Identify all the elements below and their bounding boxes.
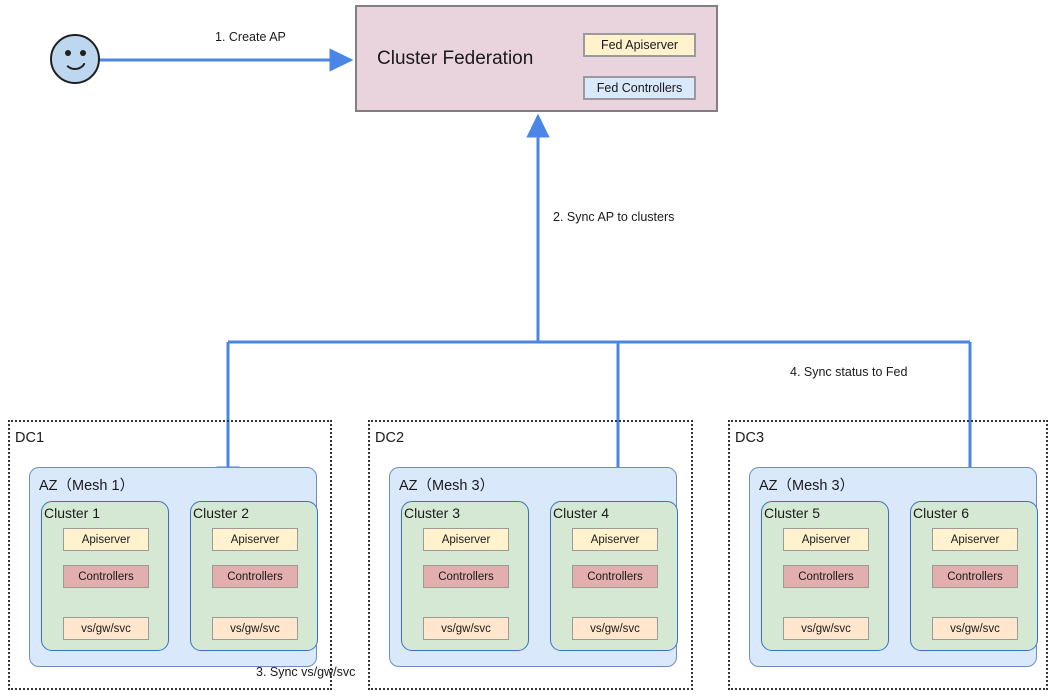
cluster-box-cluster-5[interactable]: Cluster 5 Apiserver Controllers vs/gw/sv… <box>761 501 889 651</box>
cluster-box-cluster-4[interactable]: Cluster 4 Apiserver Controllers vs/gw/sv… <box>550 501 678 651</box>
vs-gw-svc-chip[interactable]: vs/gw/svc <box>423 617 509 640</box>
datacenter-label: DC1 <box>15 430 45 446</box>
cluster-label: Cluster 2 <box>193 505 250 521</box>
eye-left-icon <box>65 50 71 56</box>
datacenter-label: DC3 <box>735 430 765 446</box>
vs-gw-svc-chip[interactable]: vs/gw/svc <box>932 617 1018 640</box>
datacenter-label: DC2 <box>375 430 405 446</box>
vs-gw-svc-chip[interactable]: vs/gw/svc <box>572 617 658 640</box>
apiserver-chip[interactable]: Apiserver <box>423 528 509 551</box>
flow-label-4: 4. Sync status to Fed <box>790 365 908 379</box>
controllers-chip[interactable]: Controllers <box>783 565 869 588</box>
vs-gw-svc-chip[interactable]: vs/gw/svc <box>212 617 298 640</box>
cluster-federation-title: Cluster Federation <box>377 48 534 69</box>
az-label: AZ（Mesh 3） <box>399 478 495 494</box>
cluster-box-cluster-2[interactable]: Cluster 2 Apiserver Controllers vs/gw/sv… <box>190 501 318 651</box>
cluster-box-cluster-6[interactable]: Cluster 6 Apiserver Controllers vs/gw/sv… <box>910 501 1038 651</box>
apiserver-chip[interactable]: Apiserver <box>783 528 869 551</box>
apiserver-chip[interactable]: Apiserver <box>212 528 298 551</box>
cluster-label: Cluster 6 <box>913 505 970 521</box>
datacenter-dc3: DC3 AZ（Mesh 3） Cluster 5 Apiserver Contr… <box>728 420 1048 690</box>
apiserver-chip[interactable]: Apiserver <box>63 528 149 551</box>
az-box-dc2: AZ（Mesh 3） Cluster 3 Apiserver Controlle… <box>389 467 678 667</box>
smile-icon <box>63 57 87 70</box>
cluster-label: Cluster 5 <box>764 505 821 521</box>
vs-gw-svc-chip[interactable]: vs/gw/svc <box>783 617 869 640</box>
flow-label-2: 2. Sync AP to clusters <box>553 210 675 224</box>
apiserver-chip[interactable]: Apiserver <box>572 528 658 551</box>
controllers-chip[interactable]: Controllers <box>212 565 298 588</box>
cluster-box-cluster-3[interactable]: Cluster 3 Apiserver Controllers vs/gw/sv… <box>401 501 529 651</box>
eye-right-icon <box>80 50 86 56</box>
datacenter-dc2: DC2 AZ（Mesh 3） Cluster 3 Apiserver Contr… <box>368 420 693 690</box>
datacenter-dc1: DC1 AZ（Mesh 1） Cluster 1 Apiserver Contr… <box>8 420 332 690</box>
apiserver-chip[interactable]: Apiserver <box>932 528 1018 551</box>
smiley-face-icon <box>50 34 100 84</box>
cluster-label: Cluster 4 <box>553 505 610 521</box>
controllers-chip[interactable]: Controllers <box>932 565 1018 588</box>
controllers-chip[interactable]: Controllers <box>63 565 149 588</box>
vs-gw-svc-chip[interactable]: vs/gw/svc <box>63 617 149 640</box>
cluster-box-cluster-1[interactable]: Cluster 1 Apiserver Controllers vs/gw/sv… <box>41 501 169 651</box>
az-label: AZ（Mesh 3） <box>759 478 855 494</box>
controllers-chip[interactable]: Controllers <box>423 565 509 588</box>
cluster-label: Cluster 3 <box>404 505 461 521</box>
fed-controllers-chip[interactable]: Fed Controllers <box>583 76 696 100</box>
az-label: AZ（Mesh 1） <box>39 478 135 494</box>
controllers-chip[interactable]: Controllers <box>572 565 658 588</box>
az-box-dc3: AZ（Mesh 3） Cluster 5 Apiserver Controlle… <box>749 467 1038 667</box>
cluster-label: Cluster 1 <box>44 505 101 521</box>
cluster-federation-box[interactable]: Cluster Federation Fed Apiserver Fed Con… <box>355 5 718 112</box>
fed-apiserver-chip[interactable]: Fed Apiserver <box>583 33 696 57</box>
az-box-dc1: AZ（Mesh 1） Cluster 1 Apiserver Controlle… <box>29 467 318 667</box>
flow-label-1: 1. Create AP <box>215 30 286 44</box>
